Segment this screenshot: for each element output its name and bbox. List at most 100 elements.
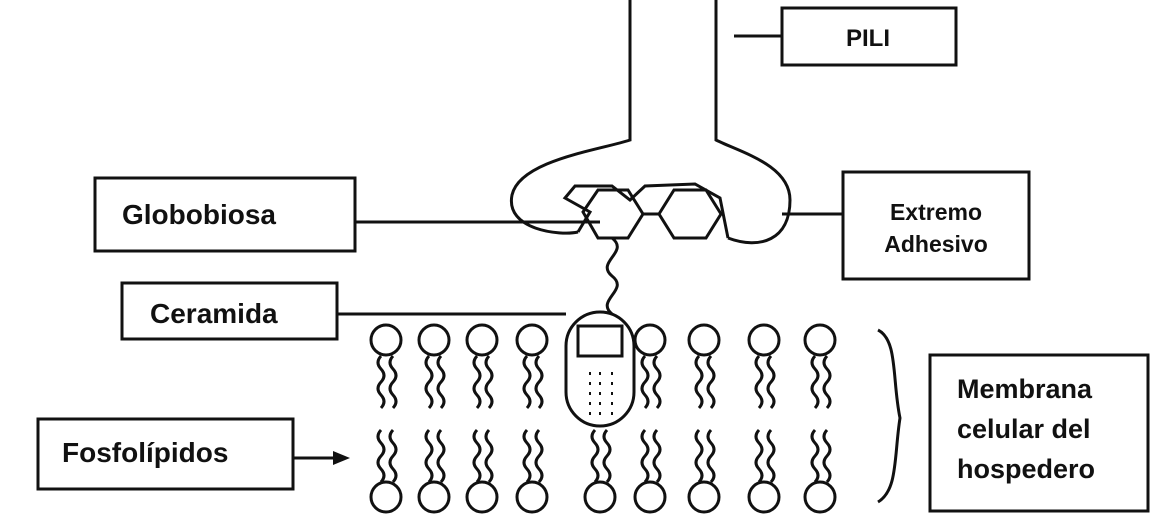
phospholipid-head [583, 480, 617, 514]
extremo-label-line2: Adhesivo [884, 231, 988, 257]
phospholipid-tail [652, 354, 662, 410]
phospholipid-tail [472, 428, 482, 484]
phospholipid-tail [534, 428, 544, 484]
ceramida-anchor [564, 310, 636, 428]
anchor-head [576, 324, 624, 358]
pili-outer-contour [510, 0, 792, 245]
phospholipid-head [687, 480, 721, 514]
phospholipid-tail [694, 428, 704, 484]
fosfolipidos-label: Fosfolípidos [62, 437, 228, 468]
phospholipid-head [747, 323, 781, 357]
globobiosa-label-box [93, 176, 357, 253]
phospholipid-tail [436, 428, 446, 484]
phospholipid-top [633, 323, 667, 410]
phospholipid-tail [640, 428, 650, 484]
phospholipid-tail [484, 354, 494, 410]
globobiosa-label-group: Globobiosa [93, 176, 600, 253]
phospholipid-tail [424, 354, 434, 410]
phospholipid-tail [590, 428, 600, 484]
membrana-label-box [928, 353, 1150, 513]
fosfolipidos-arrowhead [333, 451, 350, 465]
phospholipid-head [803, 480, 837, 514]
host-cell-membrane [369, 323, 837, 514]
phospholipid-tail [522, 354, 532, 410]
phospholipid-bottom [687, 428, 721, 514]
phospholipid-bottom [417, 428, 451, 514]
pili-label-box [780, 6, 958, 67]
phospholipid-tail [534, 354, 544, 410]
phospholipid-top [803, 323, 837, 410]
membrana-label-line1: Membrana [957, 374, 1093, 404]
phospholipid-top [747, 323, 781, 410]
membrana-label-group: Membrana celular del hospedero [928, 353, 1150, 513]
phospholipid-head [369, 480, 403, 514]
phospholipid-tail [754, 428, 764, 484]
fosfolipidos-label-box [36, 417, 295, 491]
sugar-ring-left [581, 188, 645, 240]
phospholipid-head [633, 323, 667, 357]
phospholipid-tail [424, 428, 434, 484]
phospholipid-bottom [633, 428, 667, 514]
phospholipid-head [417, 480, 451, 514]
phospholipid-tail [472, 354, 482, 410]
globobiosa-label: Globobiosa [122, 199, 276, 230]
ceramida-chain [605, 236, 619, 316]
phospholipid-bottom [515, 428, 549, 514]
phospholipid-tail [640, 354, 650, 410]
phospholipid-bottom [369, 428, 403, 514]
phospholipid-head [747, 480, 781, 514]
ceramida-label-box [120, 281, 339, 341]
phospholipid-tail [484, 428, 494, 484]
phospholipid-top [465, 323, 499, 410]
phospholipid-tail [766, 428, 776, 484]
phospholipid-bottom [583, 428, 617, 514]
membrane-brace [877, 328, 902, 504]
phospholipid-top [417, 323, 451, 410]
phospholipid-head [515, 323, 549, 357]
phospholipid-tail [522, 428, 532, 484]
phospholipid-tail [376, 354, 386, 410]
anchor-tails [589, 372, 613, 416]
phospholipid-head [369, 323, 403, 357]
fosfolipidos-label-group: Fosfolípidos [36, 417, 350, 491]
extremo-label-group: Extremo Adhesivo [782, 170, 1031, 281]
phospholipid-tail [706, 354, 716, 410]
phospholipid-tail [754, 354, 764, 410]
phospholipid-top [515, 323, 549, 410]
pili-label: PILI [846, 25, 890, 52]
phospholipid-head [465, 480, 499, 514]
ceramida-label: Ceramida [150, 298, 278, 329]
phospholipid-top [369, 323, 403, 410]
phospholipid-tail [706, 428, 716, 484]
phospholipid-head [687, 323, 721, 357]
pili-label-group: PILI [734, 6, 958, 67]
phospholipid-tail [436, 354, 446, 410]
membrana-label-line2: celular del [957, 414, 1091, 444]
sugar-ring-right [657, 188, 723, 240]
phospholipid-tail [766, 354, 776, 410]
pili-inner-contour [562, 182, 730, 239]
ceramida-label-group: Ceramida [120, 281, 566, 341]
anchor-capsule [564, 310, 636, 428]
phospholipid-tail [810, 354, 820, 410]
phospholipid-head [417, 323, 451, 357]
phospholipid-tail [810, 428, 820, 484]
phospholipid-bottom [465, 428, 499, 514]
phospholipid-tail [376, 428, 386, 484]
extremo-label-box [841, 170, 1031, 281]
phospholipid-bottom [747, 428, 781, 514]
phospholipid-tail [388, 428, 398, 484]
extremo-label-line1: Extremo [890, 199, 982, 225]
phospholipid-tail [602, 428, 612, 484]
phospholipid-tail [694, 354, 704, 410]
phospholipid-tail [388, 354, 398, 410]
phospholipid-head [633, 480, 667, 514]
phospholipid-tail [652, 428, 662, 484]
phospholipid-bottom [803, 428, 837, 514]
phospholipid-tail [822, 428, 832, 484]
phospholipid-top [687, 323, 721, 410]
globobiosa-rings [581, 188, 723, 240]
phospholipid-head [515, 480, 549, 514]
